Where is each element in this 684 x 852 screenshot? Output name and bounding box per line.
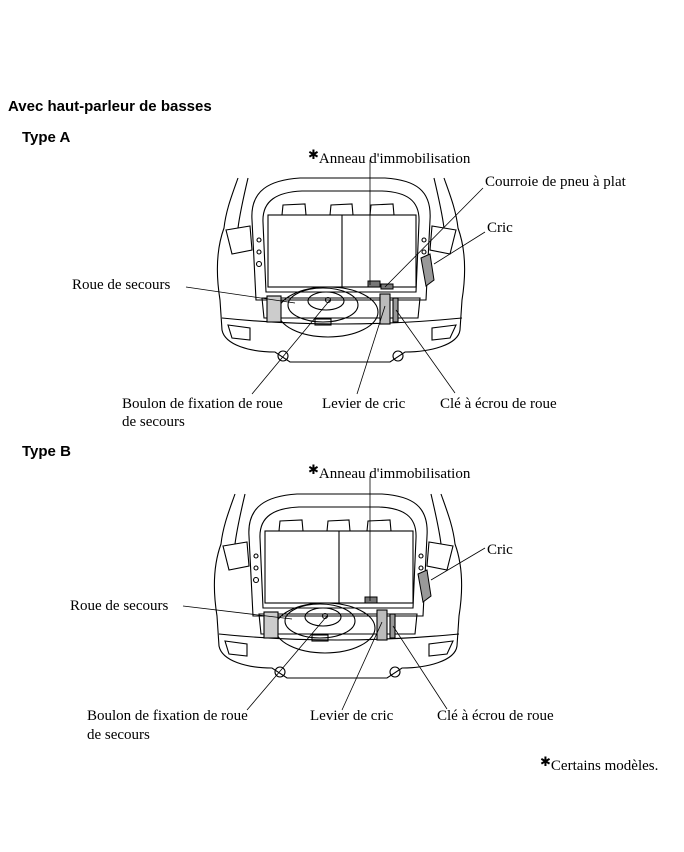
label-anneau-b: ✱Anneau d'immobilisation [308, 461, 470, 483]
label-levier-b: Levier de cric [310, 708, 394, 724]
label-boulon-a: Boulon de fixation de roue [122, 396, 283, 412]
label-cric-b: Cric [487, 542, 513, 558]
label-levier-a: Levier de cric [322, 396, 406, 412]
asterisk-icon: ✱ [308, 147, 319, 162]
footnote: ✱Certains modèles. [540, 753, 658, 775]
footnote-text: Certains modèles. [550, 758, 659, 774]
label-anneau-a: ✱Anneau d'immobilisation [308, 146, 470, 168]
label-roue-b: Roue de secours [70, 598, 169, 614]
label-boulon-b-2: de secours [87, 727, 150, 743]
asterisk-icon: ✱ [540, 754, 551, 769]
type-a-title: Type A [22, 129, 71, 146]
type-b-illustration [182, 476, 486, 711]
asterisk-icon: ✱ [308, 462, 319, 477]
label-cle-a: Clé à écrou de roue [440, 396, 557, 412]
label-boulon-b: Boulon de fixation de roue [87, 708, 248, 724]
label-cric-a: Cric [487, 220, 513, 236]
label-courroie-a: Courroie de pneu à plat [485, 174, 626, 190]
section-title: Avec haut-parleur de basses [8, 98, 212, 115]
label-boulon-a-2: de secours [122, 414, 185, 430]
label-text: Anneau d'immobilisation [318, 466, 471, 482]
label-cle-b: Clé à écrou de roue [437, 708, 554, 724]
type-b-title: Type B [22, 443, 71, 460]
label-text: Anneau d'immobilisation [318, 151, 471, 167]
label-roue-a: Roue de secours [72, 277, 171, 293]
type-a-illustration [185, 160, 486, 395]
